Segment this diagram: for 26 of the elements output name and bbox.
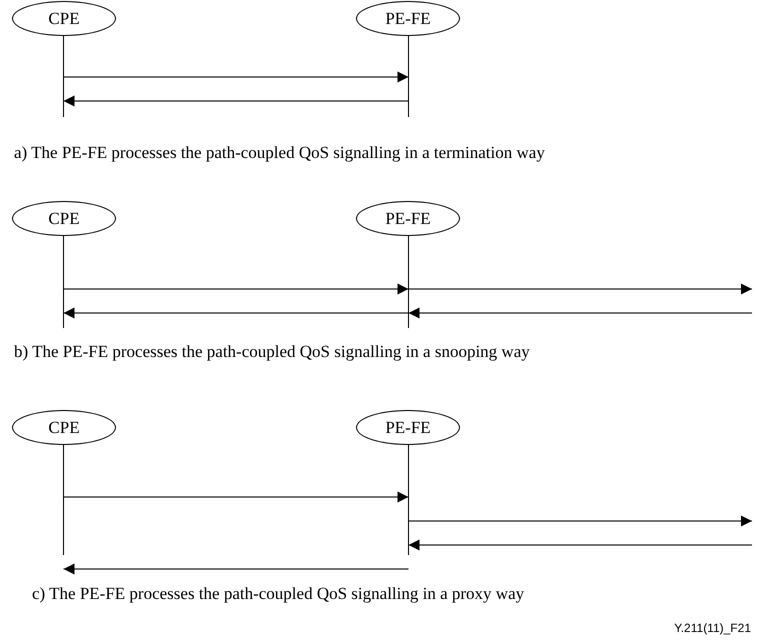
- entity-ellipse: PE-FE: [356, 1, 460, 36]
- lifeline: [408, 36, 409, 117]
- entity-ellipse: PE-FE: [356, 410, 460, 445]
- entity-ellipse: CPE: [12, 410, 116, 445]
- message-arrow: [63, 564, 409, 574]
- message-arrow: [63, 492, 409, 502]
- message-arrow: [63, 284, 409, 294]
- message-arrow: [63, 72, 409, 82]
- entity-ellipse: PE-FE: [356, 201, 460, 236]
- lifeline: [408, 445, 409, 555]
- message-arrow: [408, 284, 752, 294]
- lifeline: [63, 36, 64, 117]
- message-arrow: [408, 308, 752, 318]
- lifeline: [408, 236, 409, 328]
- message-arrow: [408, 540, 752, 550]
- panel-caption: a) The PE-FE processes the path-coupled QoS signalling in a termination way: [14, 143, 545, 163]
- lifeline: [63, 445, 64, 555]
- panel-caption: c) The PE-FE processes the path-coupled QoS signalling in a proxy way: [32, 584, 524, 604]
- message-arrow: [408, 516, 752, 526]
- message-arrow: [63, 96, 409, 106]
- entity-ellipse: CPE: [12, 1, 116, 36]
- lifeline: [63, 236, 64, 328]
- entity-ellipse: CPE: [12, 201, 116, 236]
- panel-caption: b) The PE-FE processes the path-coupled QoS signalling in a snooping way: [14, 342, 530, 362]
- figure-id: Y.211(11)_F21: [674, 621, 751, 635]
- message-arrow: [63, 308, 409, 318]
